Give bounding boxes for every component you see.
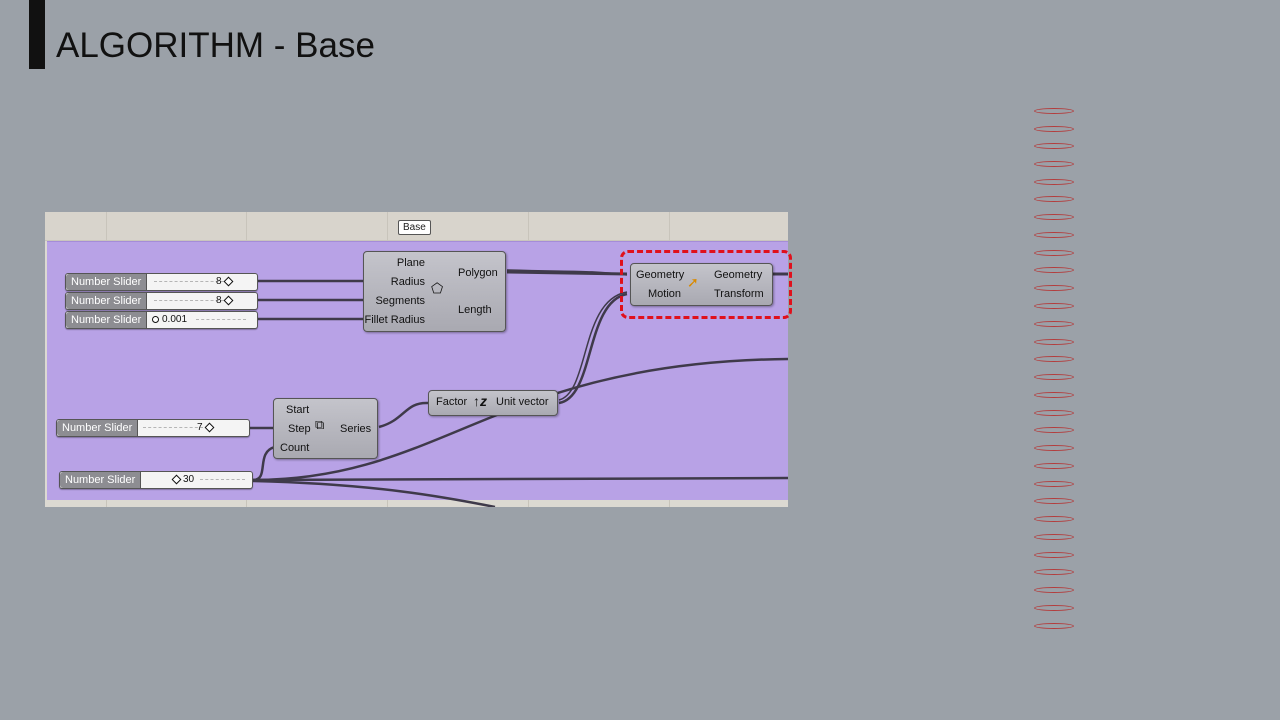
coil-ring xyxy=(1034,356,1074,362)
port-geometry-in[interactable]: Geometry xyxy=(636,269,685,281)
wire xyxy=(558,292,628,405)
polygon-icon: ⬠ xyxy=(431,280,444,296)
port-start[interactable]: Start xyxy=(286,404,310,416)
coil-ring xyxy=(1034,445,1074,451)
port-plane[interactable]: Plane xyxy=(396,257,425,269)
slider-knob[interactable] xyxy=(223,276,234,287)
coil-ring xyxy=(1034,250,1074,256)
port-step[interactable]: Step xyxy=(288,423,311,435)
coil-ring xyxy=(1034,196,1074,202)
wire xyxy=(252,445,276,482)
grasshopper-canvas[interactable]: Base Number Slider 8 Number Slider 8 xyxy=(45,212,788,507)
title-accent-bar xyxy=(29,0,45,69)
port-polygon[interactable]: Polygon xyxy=(458,267,498,279)
wire xyxy=(558,291,628,401)
unit-z-icon: ↑z xyxy=(473,393,487,409)
coil-ring xyxy=(1034,161,1074,167)
series-component[interactable]: Start Step Count ⧉ Series xyxy=(273,398,378,459)
page-title: ALGORITHM - Base xyxy=(56,26,375,65)
polygon-component[interactable]: Plane Radius Segments Fillet Radius ⬠ Po… xyxy=(363,251,506,332)
wire xyxy=(378,401,429,429)
slider-value: 8 xyxy=(216,276,222,287)
number-slider-2[interactable]: Number Slider 8 xyxy=(65,292,258,310)
coil-ring xyxy=(1034,303,1074,309)
port-series[interactable]: Series xyxy=(340,423,372,435)
port-unit-vector[interactable]: Unit vector xyxy=(496,396,549,408)
slider-track xyxy=(154,300,229,302)
wires xyxy=(250,269,788,507)
number-slider-3[interactable]: Number Slider 0.001 xyxy=(65,311,258,329)
coil-ring xyxy=(1034,126,1074,132)
coil-ring xyxy=(1034,605,1074,611)
coil-ring xyxy=(1034,374,1074,380)
coil-ring xyxy=(1034,534,1074,540)
slider-value: 0.001 xyxy=(162,314,188,325)
wire xyxy=(252,357,788,482)
coil-ring xyxy=(1034,285,1074,291)
wire xyxy=(506,269,628,276)
port-motion[interactable]: Motion xyxy=(648,288,682,300)
slider-track xyxy=(154,281,229,283)
slider-track xyxy=(143,427,203,429)
slider-knob[interactable] xyxy=(152,315,159,323)
highlight-box xyxy=(620,250,792,319)
slider-knob[interactable] xyxy=(223,295,234,306)
number-slider-1[interactable]: Number Slider 8 xyxy=(65,273,258,291)
coil-ring xyxy=(1034,339,1074,345)
port-transform[interactable]: Transform xyxy=(714,288,764,300)
coil-ring xyxy=(1034,463,1074,469)
slider-knob[interactable] xyxy=(204,422,215,433)
coil-ring xyxy=(1034,232,1074,238)
slider-track xyxy=(196,319,246,321)
slider-label: Number Slider xyxy=(66,293,148,309)
port-count[interactable]: Count xyxy=(280,442,310,454)
slider-value: 30 xyxy=(183,474,195,485)
coil-ring xyxy=(1034,179,1074,185)
slider-label: Number Slider xyxy=(57,420,139,436)
move-component[interactable]: Geometry Motion ➚ Geometry Transform xyxy=(630,263,773,306)
coil-ring xyxy=(1034,427,1074,433)
coil-ring xyxy=(1034,481,1074,487)
slider-value: 7 xyxy=(197,422,203,433)
unit-z-component[interactable]: Factor ↑z Unit vector xyxy=(428,390,558,416)
port-factor[interactable]: Factor xyxy=(436,396,468,408)
coil-ring xyxy=(1034,214,1074,220)
coil-ring xyxy=(1034,623,1074,629)
port-length[interactable]: Length xyxy=(458,304,492,316)
group-label: Base xyxy=(398,220,431,235)
port-fillet-radius[interactable]: Fillet Radius xyxy=(364,314,425,326)
slider-label: Number Slider xyxy=(66,274,148,290)
coil-ring xyxy=(1034,587,1074,593)
number-slider-4[interactable]: Number Slider 7 xyxy=(56,419,250,437)
coil-ring xyxy=(1034,569,1074,575)
slider-value: 8 xyxy=(216,295,222,306)
wire xyxy=(252,479,496,507)
slider-knob[interactable] xyxy=(171,474,182,485)
move-icon: ➚ xyxy=(687,274,699,290)
port-geometry-out[interactable]: Geometry xyxy=(714,269,763,281)
series-icon: ⧉ xyxy=(315,417,325,432)
port-segments[interactable]: Segments xyxy=(375,295,425,307)
coil-ring xyxy=(1034,552,1074,558)
coil-ring xyxy=(1034,143,1074,149)
slider-label: Number Slider xyxy=(66,312,148,328)
coil-ring xyxy=(1034,392,1074,398)
coil-ring xyxy=(1034,108,1074,114)
coil-ring xyxy=(1034,498,1074,504)
coil-ring xyxy=(1034,516,1074,522)
port-radius[interactable]: Radius xyxy=(390,276,425,288)
coil-ring xyxy=(1034,321,1074,327)
slider-track xyxy=(200,479,245,481)
coil-ring xyxy=(1034,267,1074,273)
coil-ring xyxy=(1034,410,1074,416)
number-slider-5[interactable]: Number Slider 30 xyxy=(59,471,253,489)
wire xyxy=(252,476,788,482)
slider-label: Number Slider xyxy=(60,472,142,488)
